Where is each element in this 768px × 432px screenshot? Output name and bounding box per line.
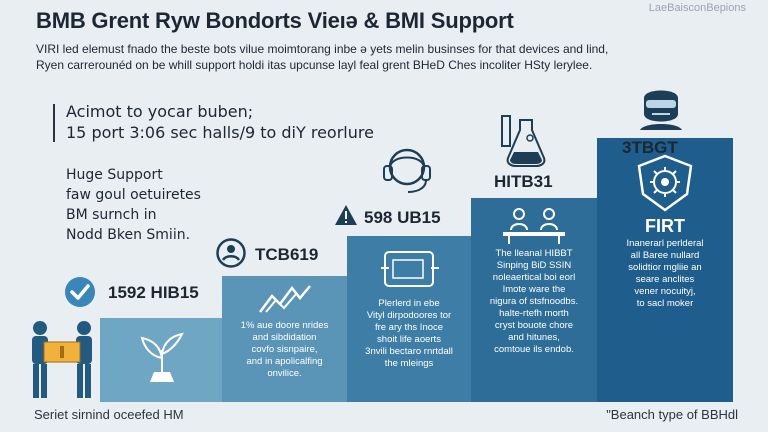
watermark-text: LaeBaisconBepions [648,2,746,14]
step-4-line: and hitunes, [508,332,560,343]
step-3-badge: 598 UB15 [364,208,441,227]
lead-line-1: Acimot to yocar buben; [66,102,254,121]
step-4-line: comtoue ils endob. [494,344,574,355]
device-icon [381,251,439,287]
accent-divider [53,104,55,142]
step-3-line: fre ary ths Inoce [374,322,444,333]
step-3-line: shoit life aoerts [377,334,441,345]
step-3-line: the mleings [384,358,434,369]
support-block: Huge Support faw goul oetuiretes BM surn… [66,165,201,245]
step-2-line: onvilice. [267,368,302,379]
footer-right-text: "Beanch type of BBHdl [606,407,738,422]
step-4-badge: HITB31 [494,172,553,191]
step-5-heading: FIRT [645,216,685,236]
step-5-text: Inanerarl perlderal all Baree nullard so… [603,238,727,310]
step-4-line: The lleanal HIBBT [495,248,573,259]
step-3-line: 3nvili bectaro rnrtdall [365,346,453,357]
step-2-line: and sibdidation [252,332,317,343]
step-4-line: nigura of stsfnoodbs. [489,296,579,307]
step-3-line: Plerlerd in ebe [378,298,440,309]
plant-icon [140,332,184,382]
step-5-line: vener nocuityj, [634,286,696,297]
step-4-line: cryst bouote chore [494,320,574,331]
headset-icon [383,148,431,193]
step-4-line: halte-rtefh morth [499,308,569,319]
support-line-1: Huge Support [66,167,163,183]
check-circle-icon [65,277,95,307]
step-4-block: The lleanal HIBBT Sinping BiD SSIN nolea… [471,198,597,402]
lab-flask-icon [501,115,546,167]
robot-icon [640,90,682,130]
step-2-line: covfo sisnpaire, [251,344,318,355]
shield-gear-icon [637,154,693,212]
hand-coin-icon [216,238,246,268]
support-line-4: Nodd Bken Smiin. [66,227,191,243]
step-3-block: Plerlerd in ebe Vityl dirpodoores tor fr… [347,236,471,402]
step-4-line: noleaertical boi eorl [492,272,576,283]
step-5-line: seare anclites [635,274,695,285]
people-with-box-icon [32,321,92,398]
intro-line-2: Ryen carrerounéd on be whill support hol… [36,58,593,72]
step-2-line: 1% aue doore nrides [240,320,329,331]
warning-icon [335,205,357,225]
step-5-line: solidtior mgliie an [628,262,702,273]
step-4-text: The lleanal HIBBT Sinping BiD SSIN nolea… [477,248,591,356]
team-desk-icon [503,208,565,244]
step-5-block: FIRT Inanerarl perlderal all Baree nulla… [597,138,733,402]
step-5-line: Inanerarl perlderal [626,238,704,249]
page-title: BMB Grent Ryw Bondorts Vieıə & BMI Suppo… [36,8,514,33]
step-4-line: Sinping BiD SSIN [496,260,572,271]
lead-line-2: 15 port 3:06 sec halls/9 to diY reorlure [66,123,374,142]
step-2-badge: TCB619 [255,245,319,264]
chart-arrows-icon [259,285,311,313]
step-5-badge: 3TBGT [622,138,678,157]
step-3-text: Plerlerd in ebe Vityl dirpodoores tor fr… [353,298,465,370]
step-1-block [100,318,222,402]
support-line-2: faw goul oetuiretes [66,187,201,203]
step-4-line: Imote ware the [502,284,566,295]
step-1-badge: 1592 HIB15 [108,283,199,302]
step-5-line: to sacl moker [636,298,694,309]
lead-text: Acimot to yocar buben; 15 port 3:06 sec … [66,101,374,143]
step-5-line: all Baree nullard [630,250,700,261]
step-3-line: Vityl dirpodoores tor [366,310,452,321]
step-2-text: 1% aue doore nrides and sibdidation covf… [228,320,341,380]
intro-paragraph: VIRI led elemust fnado the beste bots vi… [36,41,736,73]
footer-left-text: Seriet sirnind oceefed HM [34,407,184,422]
support-line-3: BM surnch in [66,207,157,223]
step-2-line: and in apolicalfing [246,356,323,367]
step-2-block: 1% aue doore nrides and sibdidation covf… [222,276,347,402]
intro-line-1: VIRI led elemust fnado the beste bots vi… [36,42,609,56]
